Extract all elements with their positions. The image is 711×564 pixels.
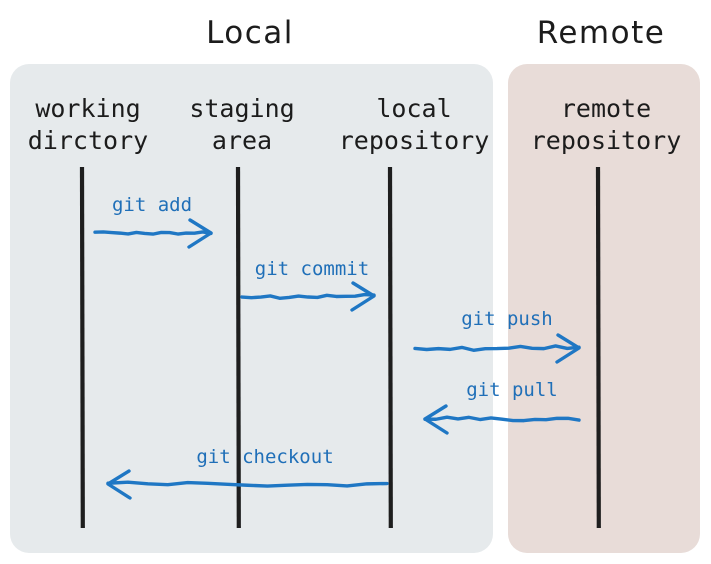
panel-local bbox=[10, 64, 493, 553]
arrow-git-push: git push bbox=[413, 308, 581, 364]
panel-remote bbox=[508, 64, 700, 553]
column-label-remote-repository-line2: repository bbox=[531, 126, 682, 155]
arrow-git-pull: git pull bbox=[423, 379, 581, 435]
arrow-git-add: git add bbox=[93, 194, 213, 249]
arrow-label-git-add: git add bbox=[112, 194, 192, 216]
group-title-remote: Remote bbox=[537, 15, 666, 51]
lifeline-remote-repository bbox=[595, 166, 601, 529]
arrow-label-git-push: git push bbox=[461, 308, 553, 330]
arrow-label-git-commit: git commit bbox=[255, 258, 369, 280]
arrow-git-commit: git commit bbox=[240, 258, 376, 312]
column-label-staging-area-line2: area bbox=[212, 126, 272, 155]
lifeline-working-dirctory bbox=[79, 166, 85, 529]
arrow-shaft-git-push bbox=[413, 344, 581, 352]
columns-layer: working dirctory staging area local repositor… bbox=[28, 94, 682, 529]
arrow-shaft-git-add bbox=[93, 230, 213, 236]
column-label-working-dirctory-line1: working bbox=[35, 94, 140, 123]
arrows-layer: git add git commit git push git pull git che… bbox=[93, 194, 581, 500]
column-label-staging-area-line1: staging bbox=[189, 94, 294, 123]
arrow-label-git-pull: git pull bbox=[466, 379, 558, 401]
column-label-working-dirctory-line2: dirctory bbox=[28, 126, 148, 155]
column-label-remote-repository-line1: remote bbox=[561, 94, 651, 123]
arrow-head-git-push bbox=[555, 333, 581, 364]
lifeline-staging-area bbox=[235, 166, 241, 529]
arrow-head-git-add bbox=[187, 218, 213, 249]
arrow-label-git-checkout: git checkout bbox=[196, 446, 333, 468]
lifeline-local-repository bbox=[387, 166, 393, 529]
arrow-head-git-checkout bbox=[106, 469, 132, 500]
arrow-head-git-commit bbox=[350, 281, 376, 312]
arrow-shaft-git-checkout bbox=[106, 480, 389, 488]
arrow-shaft-git-pull bbox=[423, 415, 581, 423]
column-label-local-repository-line1: local bbox=[376, 94, 451, 123]
group-titles-layer: Local Remote bbox=[206, 15, 666, 51]
arrow-head-git-pull bbox=[423, 404, 449, 435]
arrow-shaft-git-commit bbox=[240, 292, 376, 300]
column-label-local-repository-line2: repository bbox=[339, 126, 490, 155]
group-title-local: Local bbox=[206, 15, 294, 51]
arrow-git-checkout: git checkout bbox=[106, 446, 389, 500]
panels-layer bbox=[10, 64, 700, 553]
